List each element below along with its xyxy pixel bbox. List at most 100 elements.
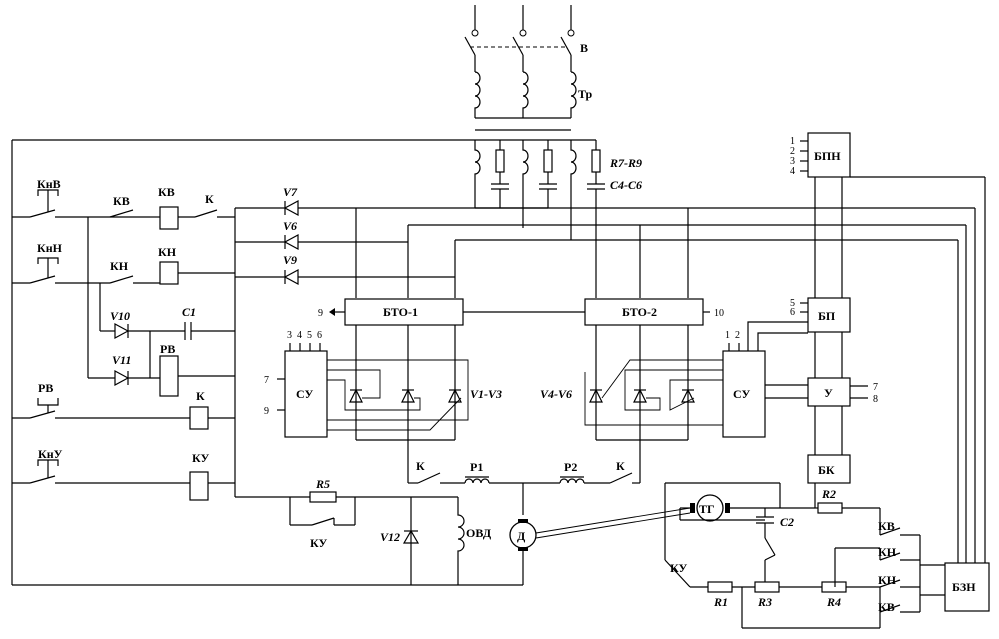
k-right-bottom-label: К [616, 459, 625, 473]
bto2-label: БТО-2 [622, 305, 657, 319]
v10-label: V10 [110, 309, 130, 323]
ku-contact-right-label: КУ [670, 561, 687, 575]
row-forward: КнВ КВ КВ К [12, 177, 235, 378]
kn-coil-label: КН [158, 245, 177, 259]
k-coil [189, 406, 209, 430]
transformer-secondary: R7-R9 C4-C6 [474, 139, 642, 240]
r4-label: R4 [826, 595, 841, 609]
bp-block: БП 5 6 [790, 297, 851, 333]
kv-coil [159, 206, 179, 230]
v11-label: V11 [112, 353, 131, 367]
rv-coil [159, 355, 179, 397]
bp-label: БП [818, 309, 836, 323]
delay-circuit: V10 C1 V11 РВ [88, 305, 235, 397]
bzn-label: БЗН [952, 580, 976, 594]
knu-label: КнУ [38, 447, 63, 461]
r3-label: R3 [757, 595, 772, 609]
right-buses [850, 176, 986, 570]
ku-coil [189, 471, 209, 501]
kn-coil [159, 261, 179, 285]
u-block: У 7 8 [807, 377, 878, 407]
bottom-rail [12, 496, 523, 586]
bk-label: БК [818, 463, 835, 477]
su-left-block: СУ 3 4 5 6 7 9 [264, 330, 328, 438]
ovd-label: ОВД [466, 526, 492, 540]
u-pin-7: 7 [873, 382, 878, 393]
kn-contact-label: КН [110, 259, 129, 273]
row-ku-coil: КнУ КУ [12, 447, 235, 501]
ku-coil-label: КУ [192, 451, 209, 465]
thyristors-v1-v3: V1-V3 [327, 325, 502, 441]
v12-label: V12 [380, 530, 400, 544]
motor: Д [509, 507, 691, 585]
bk-block: БК [807, 454, 851, 484]
bpn-pin-4: 4 [790, 166, 795, 177]
v4-v6-label: V4-V6 [540, 387, 572, 401]
field-circuit: R5 КУ V12 ОВД [289, 477, 492, 585]
bzn-block [944, 562, 990, 612]
kv-right-bottom-label: КВ [878, 600, 895, 614]
su-left-pin-4: 4 [297, 330, 302, 341]
rv-contact-label: РВ [38, 381, 53, 395]
row-k-coil: РВ К [12, 381, 235, 430]
su-left-pin-6: 6 [317, 330, 322, 341]
r5-label: R5 [315, 477, 330, 491]
bzn-contacts: КВ КН КН КВ БЗН [834, 508, 990, 628]
transformer-label: Тр [578, 87, 593, 101]
k-contact-top-label: К [205, 192, 214, 206]
bpn-pin-2: 2 [790, 146, 795, 157]
left-rail [11, 139, 475, 585]
motor-label: Д [517, 529, 526, 543]
su-left-pin-5: 5 [307, 330, 312, 341]
rv-coil-label: РВ [160, 342, 175, 356]
k-coil-label: К [196, 389, 205, 403]
knv-label: КнВ [37, 177, 61, 191]
su-right-pin-1: 1 [725, 330, 730, 341]
v6-label: V6 [283, 219, 297, 233]
su-left-pin-3: 3 [287, 330, 292, 341]
bto-2-block: БТО-2 10 [584, 298, 724, 326]
ku-contact-label: КУ [310, 536, 327, 550]
armature-circuit: К Р1 Р2 К [407, 440, 641, 515]
bto1-out-pin: 9 [318, 308, 323, 319]
p1-label: Р1 [470, 460, 483, 474]
switch-v: В [464, 36, 588, 72]
r2-label: R2 [821, 487, 836, 501]
kv-contact-label: КВ [113, 194, 130, 208]
bto1-label: БТО-1 [383, 305, 418, 319]
knn-label: КнН [37, 241, 63, 255]
feedback-network: ТГ C2 R2 КУ R1 R3 R4 [664, 482, 880, 629]
su-left-label: СУ [296, 387, 314, 401]
bpn-block: БПН 1 2 3 4 [790, 132, 851, 178]
r7-r9-label: R7-R9 [609, 156, 642, 170]
kn-right-1-label: КН [878, 545, 897, 559]
row-reverse: КнН КН КН [12, 241, 235, 331]
diodes-v7-v6-v9: V7 V6 V9 [235, 185, 975, 286]
u-pin-8: 8 [873, 394, 878, 405]
k-left-bottom-label: К [416, 459, 425, 473]
kn-right-2-label: КН [878, 573, 897, 587]
bpn-label: БПН [814, 149, 841, 163]
supply-terminals [471, 5, 575, 37]
u-label: У [824, 386, 833, 400]
c1-label: C1 [182, 305, 196, 319]
su-left-pin-9: 9 [264, 406, 269, 417]
su-right-label: СУ [733, 387, 751, 401]
su-right-block: СУ 1 2 [722, 321, 808, 438]
bpn-pin-1: 1 [790, 136, 795, 147]
c4-c6-label: C4-C6 [610, 178, 642, 192]
bto2-out-pin: 10 [714, 308, 724, 319]
phase-buses [355, 208, 966, 298]
p2-label: Р2 [564, 460, 577, 474]
su-left-pin-7: 7 [264, 375, 269, 386]
v1-v3-label: V1-V3 [470, 387, 502, 401]
kv-right-top-label: КВ [878, 519, 895, 533]
switch-v-label: В [580, 41, 588, 55]
su-right-pin-2: 2 [735, 330, 740, 341]
v7-label: V7 [283, 185, 298, 199]
c2-label: C2 [780, 515, 794, 529]
r1-label: R1 [713, 595, 728, 609]
kv-coil-label: КВ [158, 185, 175, 199]
v9-label: V9 [283, 253, 297, 267]
tg-label: ТГ [699, 502, 715, 516]
